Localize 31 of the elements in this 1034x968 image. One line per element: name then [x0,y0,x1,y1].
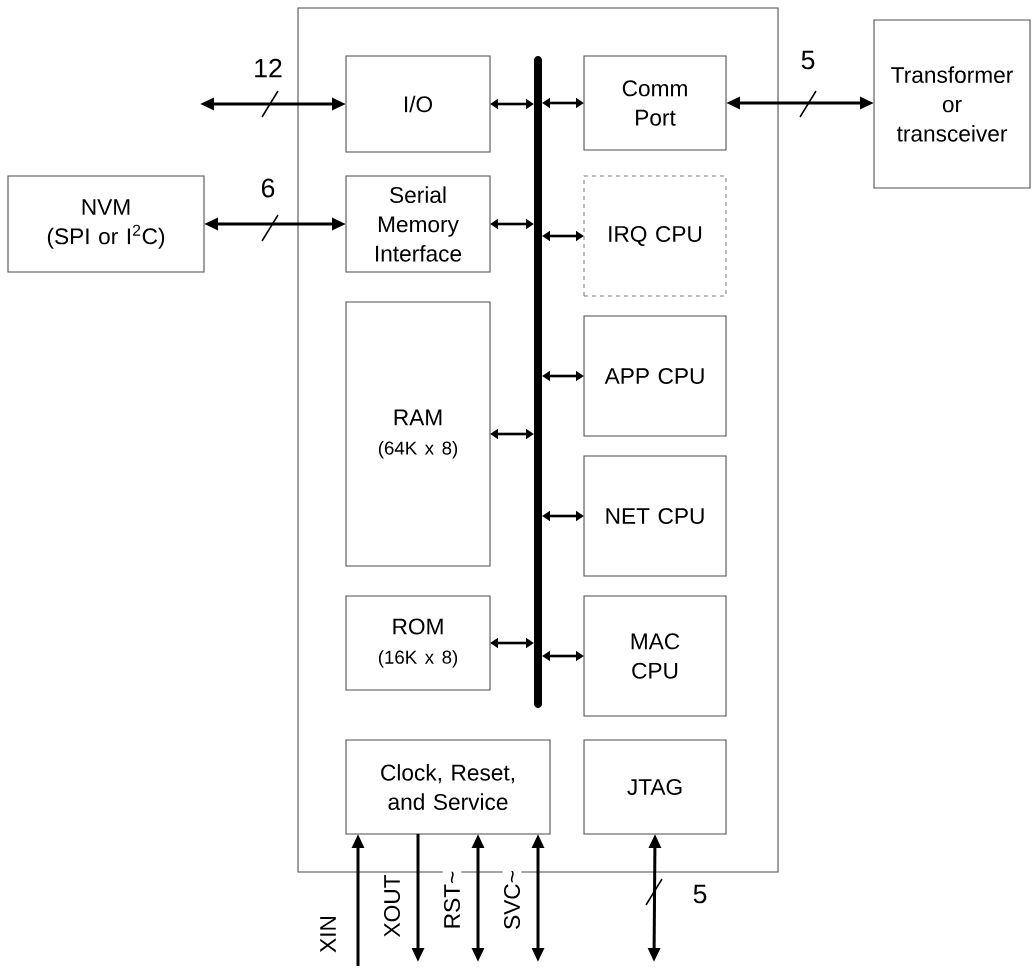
arrow [542,650,584,662]
arrow [542,230,584,242]
block-box: ROM (16K x 8) [345,595,491,691]
arrow [542,97,584,109]
block-box: Clock, Reset, and Service [345,739,551,835]
edge-label: XIN [318,913,338,955]
block-box: Transformer or transceiver [873,19,1031,189]
edge-label: SVC~ [502,868,522,932]
block-box: NVM (SPI or I$^{2}$C) [7,175,205,273]
block-box: I/O [345,55,491,153]
edge-label: 5 [799,49,817,71]
arrow [490,218,534,230]
edge-label: RST~ [442,869,462,931]
block-box: APP CPU [583,315,727,437]
block-box: JTAG [583,739,727,835]
arrow [490,98,534,110]
block-box: NET CPU [583,455,727,577]
block-box: Serial Memory Interface [345,175,491,273]
arrow [490,637,534,649]
arrow [542,510,584,522]
block-box: RAM (64K x 8) [345,301,491,567]
chip-outline [297,7,779,873]
edge-label: 6 [259,177,277,199]
edge-label: 12 [251,57,285,79]
arrow [490,428,534,440]
block-box: MAC CPU [583,595,727,717]
edge-label: 5 [691,883,709,905]
block-box: IRQ CPU [583,175,727,297]
edge-label: XOUT [382,873,402,939]
block-box: Comm Port [583,55,727,151]
arrow [542,370,584,382]
